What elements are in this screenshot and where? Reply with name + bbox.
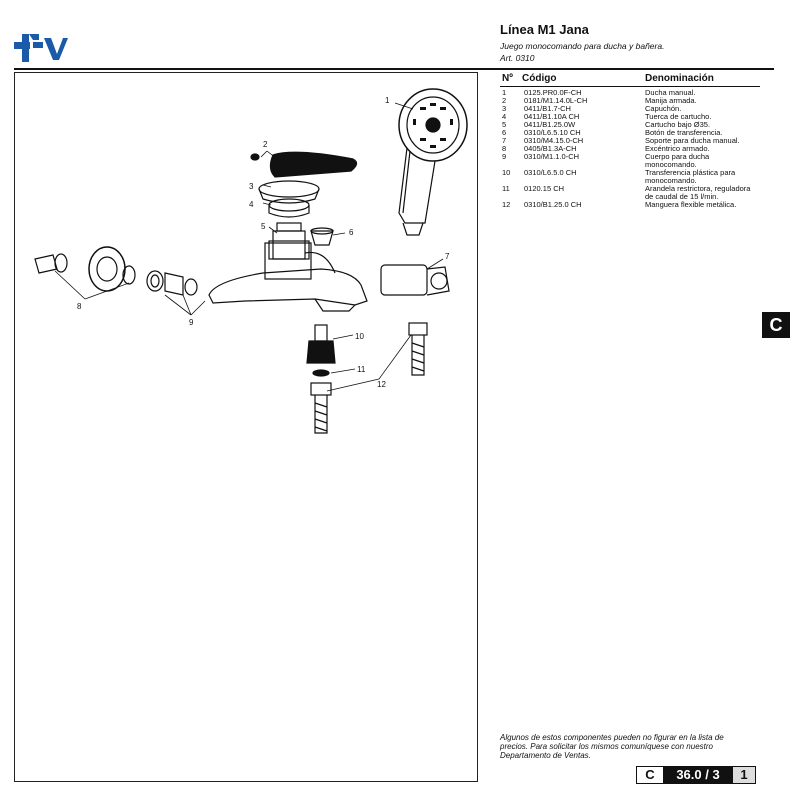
header-code: Código — [522, 73, 557, 84]
row-name: Tuerca de cartucho. — [645, 112, 712, 121]
page-badge: C 36.0 / 3 1 — [636, 766, 756, 784]
fv-logo — [14, 34, 68, 62]
table-row: 8 0405/B1.3A-CH Excéntrico armado. — [502, 145, 760, 153]
row-name: Soporte para ducha manual. — [645, 136, 740, 145]
section-tab: C — [762, 312, 790, 338]
restrictor-washer-part — [312, 369, 330, 377]
shower-holder-part — [380, 264, 450, 296]
callout-8: 8 — [77, 302, 82, 311]
row-name: Ducha manual. — [645, 88, 696, 97]
callout-5: 5 — [261, 222, 266, 231]
handle-part — [250, 151, 358, 178]
article-number: Art. 0310 — [500, 53, 535, 63]
header-rule — [14, 68, 774, 70]
callout-3: 3 — [249, 182, 254, 191]
callout-2: 2 — [263, 140, 268, 149]
row-code: 0120.15 CH — [524, 184, 565, 193]
callout-10: 10 — [355, 332, 364, 341]
callout-4: 4 — [249, 200, 254, 209]
footer-section: C — [637, 767, 663, 783]
table-row: 2 0181/M1.14.0L-CH Manija armada. — [502, 97, 760, 105]
table-row: 4 0411/B1.10A CH Tuerca de cartucho. — [502, 113, 760, 121]
row-number: 10 — [502, 168, 511, 177]
availability-note: Algunos de estos componentes pueden no f… — [500, 733, 724, 760]
table-row: 5 0411/B1.25.0W Cartucho bajo Ø35. — [502, 121, 760, 129]
table-row: 9 0310/M1.1.0-CH Cuerpo para ducha monocom… — [502, 153, 760, 169]
row-code: 0310/M4.15.0-CH — [524, 136, 584, 145]
eccentric-part — [34, 246, 164, 292]
row-code: 0310/M1.1.0-CH — [524, 152, 580, 161]
row-number: 8 — [502, 144, 507, 153]
row-code: 0411/B1.10A CH — [524, 112, 580, 121]
mixer-body-part — [208, 242, 368, 312]
parts-table-body: 1 0125.PR0.0F-CH Ducha manual. 2 0181/M1.14… — [502, 89, 760, 209]
row-number: 11 — [502, 184, 510, 193]
cartridge-part — [268, 222, 310, 260]
header-number: Nº — [502, 73, 513, 84]
parts-table-rule — [500, 86, 760, 87]
row-number: 7 — [502, 136, 507, 145]
product-title: Línea M1 Jana — [500, 22, 589, 37]
callout-7: 7 — [445, 252, 450, 261]
product-subtitle: Juego monocomando para ducha y bañera. — [500, 41, 665, 51]
parts-table-header: Nº Código Denominación — [500, 73, 760, 85]
row-number: 1 — [502, 88, 507, 97]
row-name: Manguera flexible metálica. — [645, 200, 737, 209]
row-name: Excéntrico armado. — [645, 144, 710, 153]
callout-11: 11 — [357, 365, 366, 374]
header-name: Denominación — [645, 73, 714, 84]
hand-shower-part — [398, 88, 468, 236]
table-row: 11 0120.15 CH Arandela restrictora, regula… — [502, 185, 760, 201]
row-number: 4 — [502, 112, 507, 121]
table-row: 10 0310/L6.5.0 CH Transferencia plástica p… — [502, 169, 760, 185]
row-name: Transferencia plástica para monocomando. — [645, 168, 736, 185]
cartridge-nut-part — [268, 198, 310, 218]
transfer-button-part — [310, 227, 334, 246]
table-row: 1 0125.PR0.0F-CH Ducha manual. — [502, 89, 760, 97]
row-code: 0125.PR0.0F-CH — [524, 88, 582, 97]
row-number: 3 — [502, 104, 507, 113]
row-name: Manija armada. — [645, 96, 697, 105]
table-row: 6 0310/L6.5.10 CH Botón de transferencia. — [502, 129, 760, 137]
row-name: Cartucho bajo Ø35. — [645, 120, 711, 129]
table-row: 3 0411/B1.7-CH Capuchón. — [502, 105, 760, 113]
table-row: 7 0310/M4.15.0-CH Soporte para ducha manua… — [502, 137, 760, 145]
row-number: 5 — [502, 120, 507, 129]
row-name: Cuerpo para ducha monocomando. — [645, 152, 710, 169]
row-name: Botón de transferencia. — [645, 128, 723, 137]
footer-page: 36.0 / 3 — [663, 767, 733, 783]
row-name: Capuchón. — [645, 104, 682, 113]
row-name: Arandela restrictora, reguladora de caud… — [645, 184, 751, 201]
callout-1: 1 — [385, 96, 390, 105]
row-code: 0411/B1.7-CH — [524, 104, 571, 113]
row-number: 12 — [502, 200, 511, 209]
callout-6: 6 — [349, 228, 354, 237]
row-code: 0310/L6.5.0 CH — [524, 168, 577, 177]
exploded-diagram: 1 2 3 4 5 6 7 8 9 10 11 12 — [14, 72, 478, 782]
cap-part — [258, 180, 320, 204]
callout-9: 9 — [189, 318, 194, 327]
row-number: 6 — [502, 128, 507, 137]
row-code: 0181/M1.14.0L-CH — [524, 96, 588, 105]
diagram-svg: 1 2 3 4 5 6 7 8 9 10 11 12 — [34, 88, 468, 434]
footer-sheet: 1 — [733, 767, 755, 783]
row-number: 2 — [502, 96, 507, 105]
table-row: 12 0310/B1.25.0 CH Manguera flexible metál… — [502, 201, 760, 209]
union-nut-part — [164, 272, 198, 296]
row-code: 0310/L6.5.10 CH — [524, 128, 581, 137]
row-code: 0411/B1.25.0W — [524, 120, 576, 129]
row-number: 9 — [502, 152, 507, 161]
row-code: 0405/B1.3A-CH — [524, 144, 577, 153]
row-code: 0310/B1.25.0 CH — [524, 200, 582, 209]
callout-12: 12 — [377, 380, 386, 389]
transfer-plastic-part — [306, 324, 336, 364]
flexible-hose-part — [310, 322, 428, 434]
